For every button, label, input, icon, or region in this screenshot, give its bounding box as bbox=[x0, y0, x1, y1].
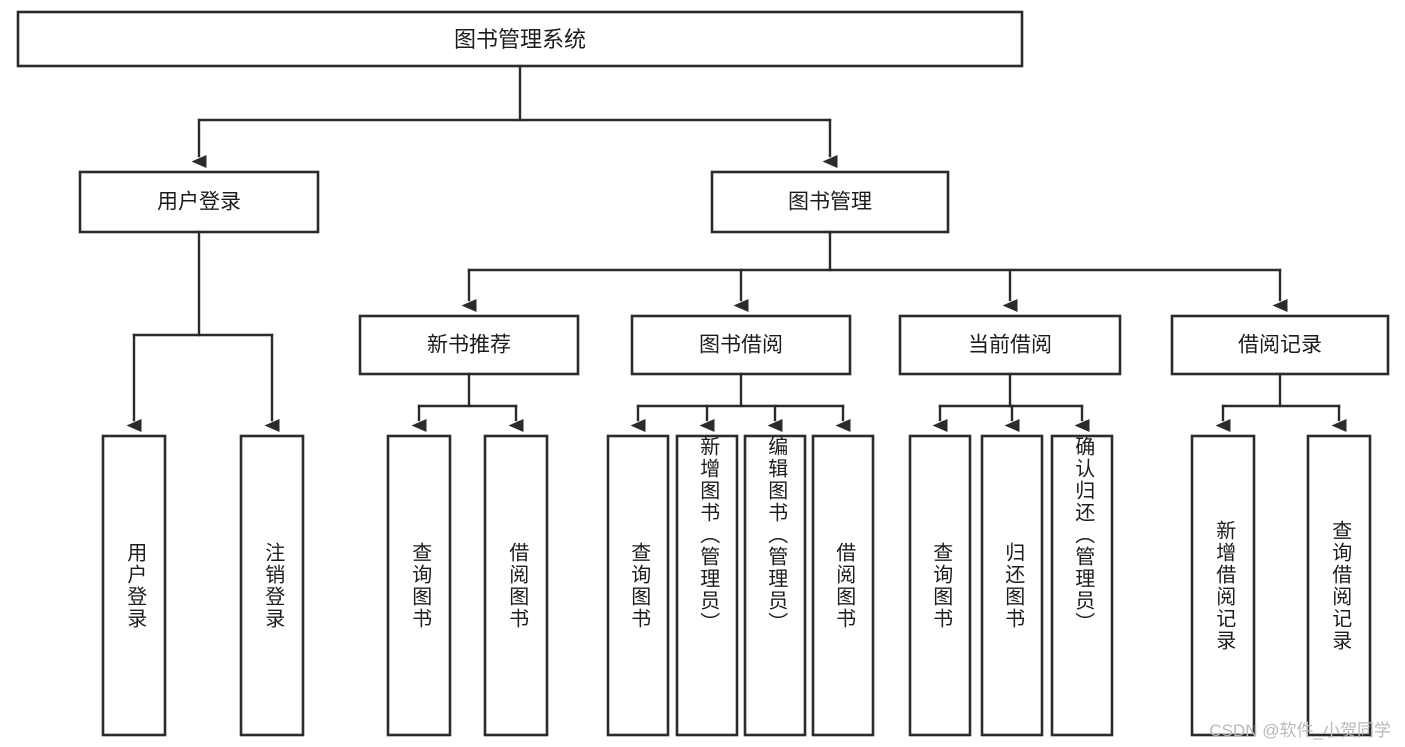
leaf-query-book-rec-box[interactable] bbox=[386, 434, 452, 737]
node-borrow-record-label: 借阅记录 bbox=[1238, 334, 1322, 357]
node-root-box bbox=[16, 10, 1024, 68]
leaf-add-record-box[interactable] bbox=[1190, 434, 1256, 737]
leaf-query-record-box[interactable] bbox=[1306, 434, 1372, 737]
node-new-book-recommend[interactable]: 新书推荐 bbox=[358, 314, 580, 376]
connector-current-borrow-to-leaves bbox=[932, 372, 1090, 432]
connector-user-login-to-leaves bbox=[126, 230, 280, 432]
leaf-logout-box[interactable] bbox=[239, 434, 305, 737]
leaf-return-book-box[interactable] bbox=[980, 434, 1044, 737]
node-book-manage[interactable]: 图书管理 bbox=[710, 170, 950, 234]
leaf-query-book-borrow-box[interactable] bbox=[606, 434, 670, 737]
connector-book-borrow-to-leaves bbox=[630, 372, 851, 432]
leaf-query-book-cur-box[interactable] bbox=[908, 434, 972, 737]
leaf-boxes bbox=[101, 434, 1372, 737]
node-current-borrow[interactable]: 当前借阅 bbox=[898, 314, 1122, 376]
node-current-borrow-box bbox=[898, 314, 1122, 376]
node-book-borrow-label: 图书借阅 bbox=[699, 334, 783, 357]
connector-new-book-recommend-to-leaves bbox=[411, 372, 524, 432]
leaf-borrow-book-rec-box[interactable] bbox=[483, 434, 549, 737]
leaf-edit-book-box[interactable] bbox=[743, 434, 807, 737]
connector-root-to-level2 bbox=[191, 64, 838, 168]
leaf-user-login-box[interactable] bbox=[101, 434, 167, 737]
node-user-login[interactable]: 用户登录 bbox=[78, 170, 320, 234]
node-book-manage-label: 图书管理 bbox=[788, 191, 872, 214]
leaf-borrow-book-box[interactable] bbox=[811, 434, 875, 737]
leaf-add-book-box[interactable] bbox=[675, 434, 739, 737]
node-current-borrow-label: 当前借阅 bbox=[968, 334, 1052, 357]
leaf-confirm-return-box[interactable] bbox=[1050, 434, 1114, 737]
node-root-label: 图书管理系统 bbox=[454, 27, 586, 52]
node-user-login-box bbox=[78, 170, 320, 234]
node-user-login-label: 用户登录 bbox=[157, 191, 241, 214]
node-new-book-recommend-box bbox=[358, 314, 580, 376]
node-new-book-recommend-label: 新书推荐 bbox=[427, 334, 511, 357]
connector-book-manage-to-level3 bbox=[461, 230, 1288, 312]
connector-borrow-record-to-leaves bbox=[1215, 372, 1347, 432]
node-root[interactable]: 图书管理系统 bbox=[16, 10, 1024, 68]
node-book-borrow[interactable]: 图书借阅 bbox=[630, 314, 852, 376]
node-borrow-record[interactable]: 借阅记录 bbox=[1170, 314, 1390, 376]
